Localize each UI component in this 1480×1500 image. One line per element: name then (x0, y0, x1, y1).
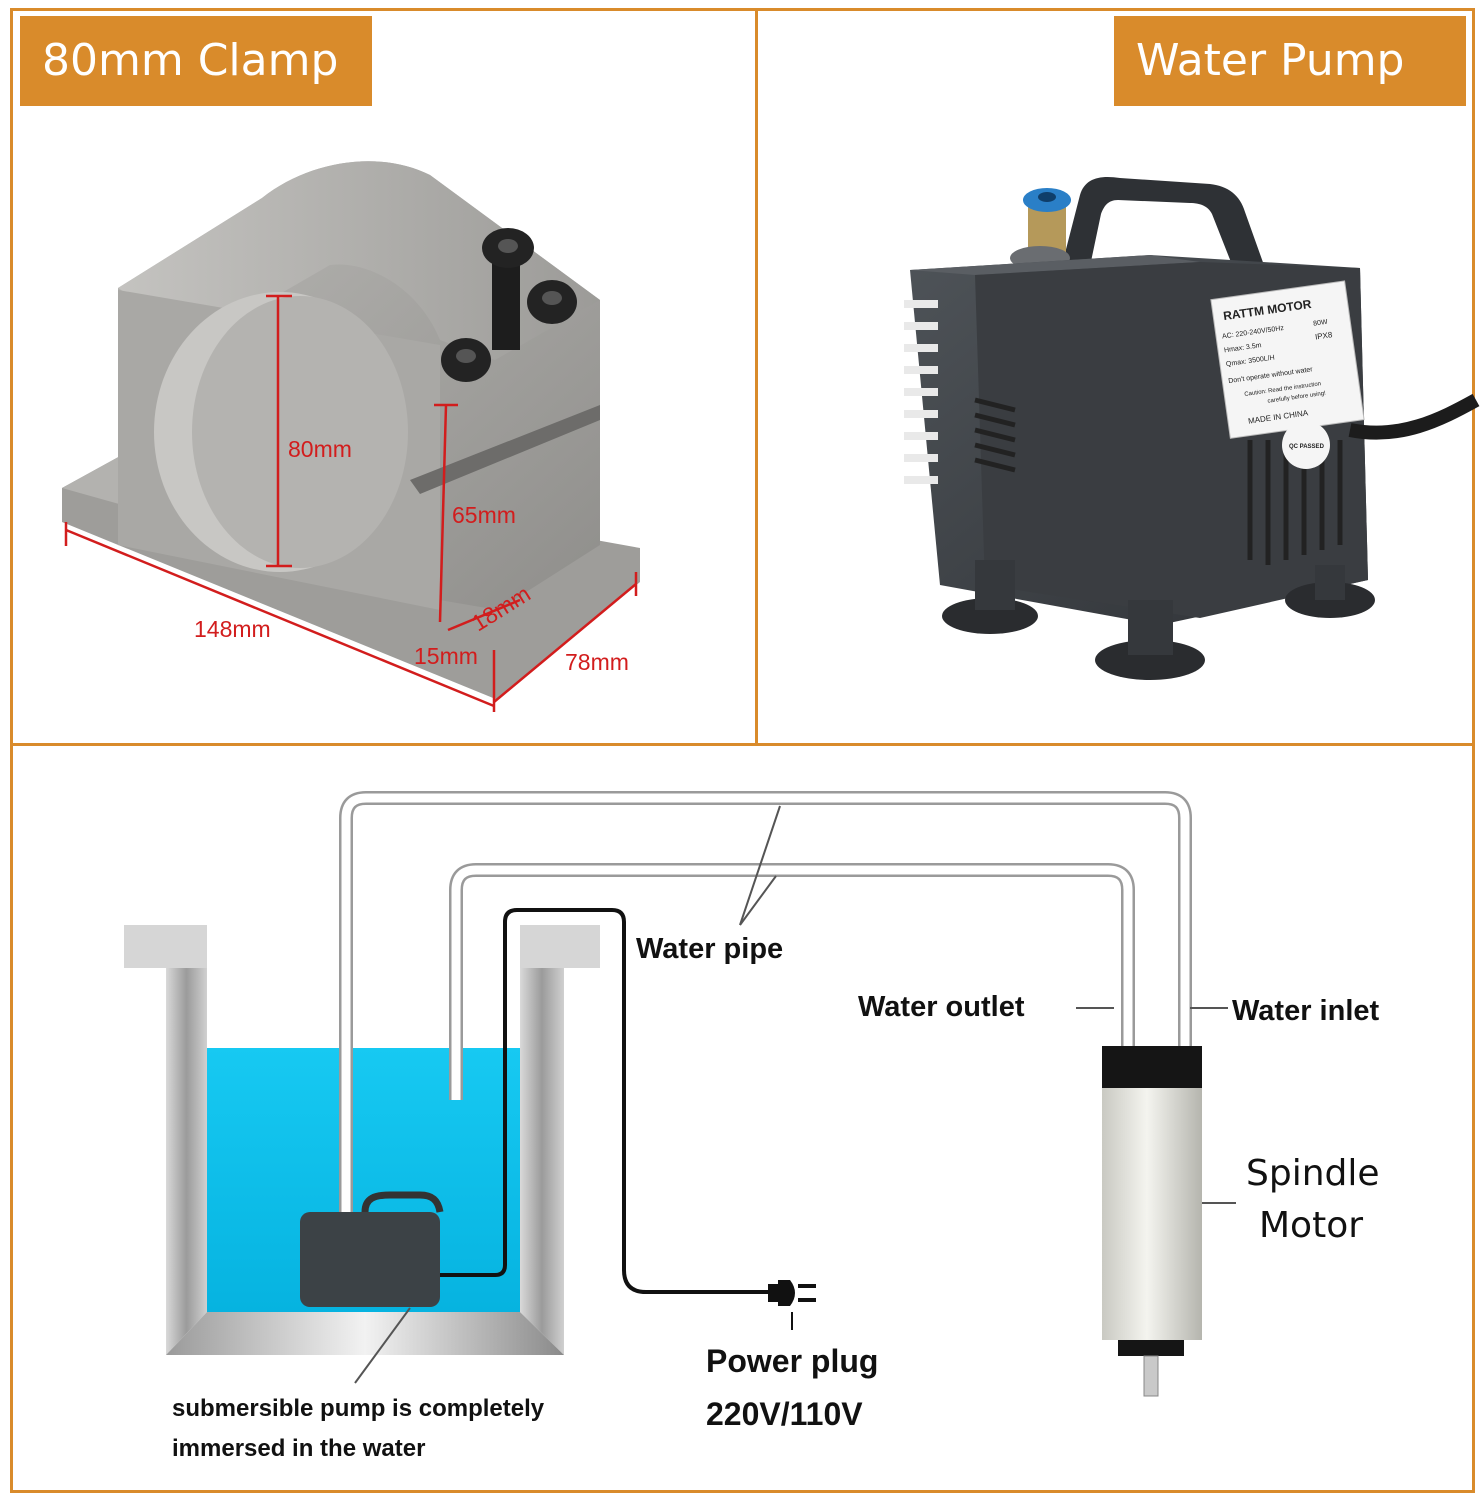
clamp-title: 80mm Clamp (20, 16, 372, 106)
diagram-panel (10, 743, 1475, 1493)
pump-title: Water Pump (1114, 16, 1466, 106)
clamp-panel (10, 8, 758, 746)
pump-panel (755, 8, 1475, 746)
